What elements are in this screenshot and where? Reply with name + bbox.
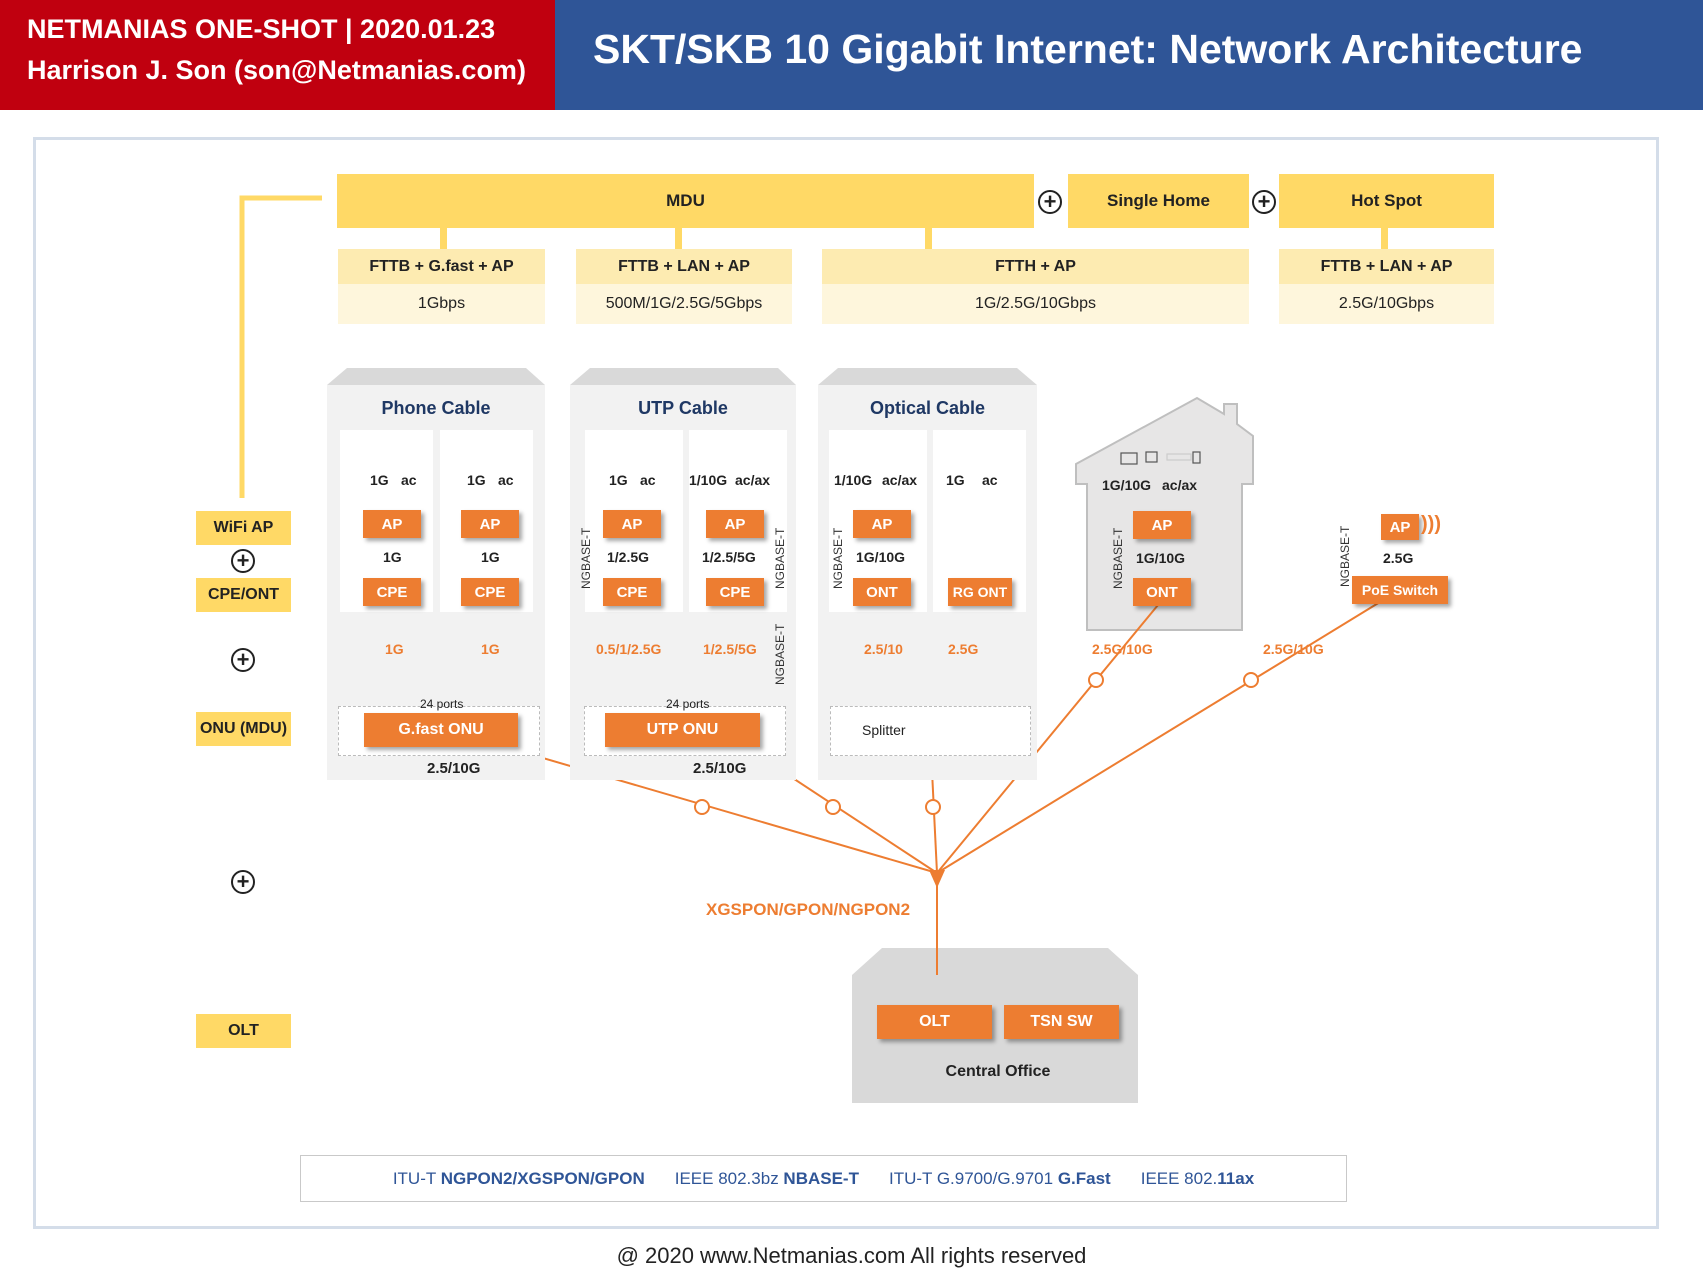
header-series: NETMANIAS ONE-SHOT | 2020.01.23 xyxy=(27,14,496,44)
utp-cable-title: UTP Cable xyxy=(638,398,728,418)
ap-box: AP xyxy=(461,510,519,538)
standard-item: IEEE 802.11ax xyxy=(1140,1168,1255,1188)
splitter-label: Splitter xyxy=(862,722,906,738)
header-right: SKT/SKB 10 Gigabit Internet: Network Arc… xyxy=(555,0,1703,110)
phone-cable-title: Phone Cable xyxy=(381,398,491,418)
cpe-box: CPE xyxy=(461,578,519,606)
ngbase-label: NGBASE-T xyxy=(1338,525,1352,587)
ap-cpe-link: 1G xyxy=(481,549,500,565)
wifi-standard: ac xyxy=(498,472,514,488)
header-left: NETMANIAS ONE-SHOT | 2020.01.23 Harrison… xyxy=(0,0,555,110)
cpe-box: CPE xyxy=(363,578,421,606)
service-speed-fttb-lan: 500M/1G/2.5G/5Gbps xyxy=(576,284,792,324)
rg-ont-box: RG ONT xyxy=(948,578,1012,606)
copyright: @ 2020 www.Netmanias.com All rights rese… xyxy=(616,1243,1087,1268)
ngbase-label: NGBASE-T xyxy=(831,527,845,589)
central-office-panel xyxy=(852,975,1138,1103)
poe-switch-box: PoE Switch xyxy=(1352,576,1448,604)
service-speed-ftth: 1G/2.5G/10Gbps xyxy=(822,284,1249,324)
ports-label: 24 ports xyxy=(666,697,710,711)
layer-cpe-ont: CPE/ONT xyxy=(196,578,291,612)
diagram-frame xyxy=(33,137,1659,1229)
wifi-speed: 1/10G xyxy=(689,472,728,488)
ont-box: ONT xyxy=(1133,578,1191,606)
service-name-fttb-lan: FTTB + LAN + AP xyxy=(576,249,792,284)
wifi-standard: ac/ax xyxy=(1162,477,1198,493)
optical-cable-title: Optical Cable xyxy=(869,398,986,418)
ont-box: ONT xyxy=(853,578,911,606)
wifi-standard: ac/ax xyxy=(735,472,771,488)
layer-wifi-ap: WiFi AP xyxy=(196,511,291,545)
standards-box: ITU-T NGPON2/XGSPON/GPON IEEE 802.3bz NB… xyxy=(300,1155,1347,1202)
utp-onu-box: UTP ONU xyxy=(605,713,760,747)
ap-box: AP xyxy=(603,510,661,538)
service-name-ftth: FTTH + AP xyxy=(822,249,1249,284)
wifi-speed: 1G xyxy=(609,472,628,488)
ap-box: AP xyxy=(1381,514,1419,540)
gfast-onu-box: G.fast ONU xyxy=(364,713,518,747)
layer-onu-mdu: ONU (MDU) xyxy=(196,712,291,746)
splitter-area xyxy=(830,706,1031,756)
cable-speed: 0.5/1/2.5G xyxy=(596,641,662,657)
ports-label: 24 ports xyxy=(420,697,464,711)
wifi-standard: ac/ax xyxy=(882,472,918,488)
ap-ont-link: 1G/10G xyxy=(856,549,906,565)
cpe-box: CPE xyxy=(706,578,764,606)
wifi-speed: 1G xyxy=(370,472,389,488)
wifi-standard: ac xyxy=(982,472,998,488)
cable-speed: 2.5G/10G xyxy=(1263,641,1324,657)
standard-item: IEEE 802.3bz NBASE-T xyxy=(674,1168,859,1188)
ngbase-label: NGBASE-T xyxy=(773,623,787,685)
cable-speed: 1G xyxy=(385,641,404,657)
cable-speed: 2.5G xyxy=(948,641,979,657)
plus-icon: + xyxy=(231,648,255,672)
ap-box: AP xyxy=(363,510,421,538)
cable-speed: 1/2.5/5G xyxy=(703,641,757,657)
cpe-box: CPE xyxy=(603,578,661,606)
ngbase-label: NGBASE-T xyxy=(579,527,593,589)
plus-icon: + xyxy=(1252,190,1276,214)
wifi-signal-icon: ))) xyxy=(1421,513,1441,535)
hot-spot-bar: Hot Spot xyxy=(1279,174,1494,228)
ap-box: AP xyxy=(853,510,911,538)
wifi-speed: 1/10G xyxy=(834,472,873,488)
service-name-hotspot: FTTB + LAN + AP xyxy=(1279,249,1494,284)
wifi-standard: ac xyxy=(401,472,417,488)
service-speed-hotspot: 2.5G/10Gbps xyxy=(1279,284,1494,324)
single-home-bar: Single Home xyxy=(1068,174,1249,228)
ap-ont-link: 1G/10G xyxy=(1136,550,1186,566)
standard-item: ITU-T G.9700/G.9701 G.Fast xyxy=(888,1168,1111,1188)
cable-speed: 2.5G/10G xyxy=(1092,641,1153,657)
header-author: Harrison J. Son (son@Netmanias.com) xyxy=(27,55,526,85)
ap-switch-link: 2.5G xyxy=(1383,550,1414,566)
cable-speed: 2.5/10 xyxy=(864,641,903,657)
service-name-fttb-gfast: FTTB + G.fast + AP xyxy=(338,249,545,284)
wifi-speed: 1G/10G xyxy=(1102,477,1152,493)
pon-label: XGSPON/GPON/NGPON2 xyxy=(706,900,911,919)
plus-icon: + xyxy=(1038,190,1062,214)
olt-box: OLT xyxy=(877,1005,992,1039)
onu-uplink: 2.5/10G xyxy=(427,760,481,777)
standard-item: ITU-T NGPON2/XGSPON/GPON xyxy=(392,1168,645,1188)
ngbase-label: NGBASE-T xyxy=(773,527,787,589)
ngbase-label: NGBASE-T xyxy=(1111,527,1125,589)
mdu-bar: MDU xyxy=(337,174,1034,228)
ap-cpe-link: 1/2.5/5G xyxy=(702,549,756,565)
ap-cpe-link: 1/2.5G xyxy=(607,549,650,565)
page-title: SKT/SKB 10 Gigabit Internet: Network Arc… xyxy=(593,26,1583,72)
tsn-switch-box: TSN SW xyxy=(1004,1005,1119,1039)
ap-box: AP xyxy=(706,510,764,538)
wifi-speed: 1G xyxy=(467,472,486,488)
service-speed-fttb-gfast: 1Gbps xyxy=(338,284,545,324)
ap-cpe-link: 1G xyxy=(383,549,402,565)
wifi-standard: ac xyxy=(640,472,656,488)
wifi-speed: 1G xyxy=(946,472,965,488)
plus-icon: + xyxy=(231,870,255,894)
cable-speed: 1G xyxy=(481,641,500,657)
onu-uplink: 2.5/10G xyxy=(693,760,747,777)
ap-box: AP xyxy=(1133,511,1191,539)
layer-olt: OLT xyxy=(196,1014,291,1048)
central-office-label: Central Office xyxy=(945,1063,1051,1080)
plus-icon: + xyxy=(231,549,255,573)
